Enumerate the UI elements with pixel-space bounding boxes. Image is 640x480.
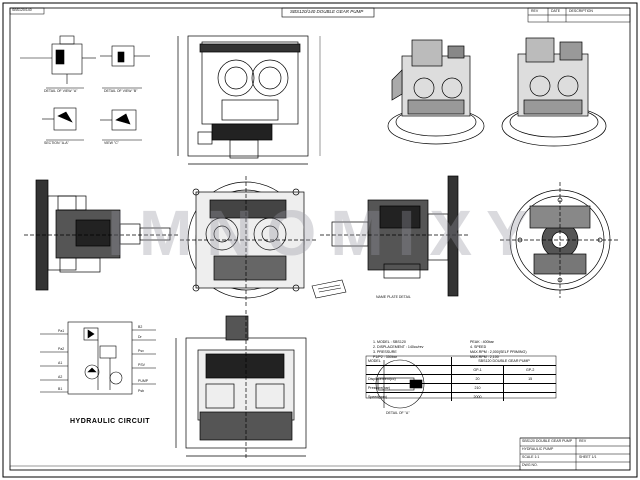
port-psb: Psb [138, 389, 145, 393]
spec-notes-2: PEAK : 400bar 4. SPEED MAX.RPM : 2,000(S… [470, 340, 527, 360]
circuit-title: HYDRAULIC CIRCUIT [70, 418, 151, 425]
hydraulic-circuit [40, 321, 156, 395]
table-row: Displacement(cc) 20 15 [366, 375, 556, 384]
spec-table-header: MODEL SBS120 DOUBLE GEAR PUMP [366, 357, 556, 366]
spec-line: P1/P2 : 350bar [373, 355, 397, 359]
isometric-pump-left [387, 39, 485, 145]
name-plate [311, 279, 347, 299]
detail-a-label: DETAIL OF "A" [386, 411, 410, 415]
name-plate-label: NAME PLATE DETAIL [376, 295, 411, 299]
spec-line: 1. MODEL : SBS120 [373, 340, 406, 344]
top-left-stamp: SBS120/140 [12, 8, 32, 12]
port-dr: Dr [138, 335, 142, 339]
view-label-section: SECTION "A-A" [44, 141, 69, 145]
table-cell: Speed(rpm) [368, 395, 387, 399]
rev-label: REV [531, 9, 539, 13]
date-label: DATE [551, 9, 561, 13]
table-cell [503, 384, 556, 392]
table-row: GP-1 GP-2 [366, 366, 556, 375]
table-cell: Pressure(bar) [368, 386, 390, 390]
title-block-row: SCALE 1:1 [522, 455, 540, 459]
spec-table: MODEL SBS120 DOUBLE GEAR PUMP GP-1 GP-2 … [366, 357, 556, 401]
spec-line: 4. SPEED [470, 345, 487, 349]
table-row: Speed(rpm) 2000 [366, 393, 556, 401]
pump-front-view [180, 176, 316, 306]
title-block-row: HYDRAULIC PUMP [522, 447, 554, 451]
title-block-frame [519, 437, 631, 471]
title-block-row: DWG NO. [522, 463, 538, 467]
revision-box [527, 7, 631, 23]
top-left-stamp-box [9, 7, 45, 15]
view-label-a: DETAIL OF VIEW "A" [44, 89, 78, 93]
flange-view [500, 182, 620, 298]
spec-line: MAX.RPM : 2,000(SELF PRIMING) [470, 350, 527, 354]
header-cell: MODEL [368, 359, 381, 363]
pump-side-view-left [24, 179, 180, 291]
spec-line: 2. DISPLACEMENT : 140cc/rev [373, 345, 424, 349]
table-cell: GP-2 [503, 366, 556, 374]
desc-label: DESCRIPTION [569, 9, 593, 13]
table-cell: 15 [503, 375, 556, 383]
port-psv: Psv [138, 349, 144, 353]
spec-line: 3. PRESSURE [373, 350, 397, 354]
view-label-b: DETAIL OF VIEW "B" [104, 89, 138, 93]
sheet-label: SHEET 1/1 [579, 455, 597, 459]
spec-line: PEAK : 400bar [470, 340, 494, 344]
revision-label: REV [579, 439, 587, 443]
port-pump: PUMP [138, 379, 149, 383]
header-cell: SBS120 DOUBLE GEAR PUMP [451, 357, 556, 365]
pump-top-view [177, 35, 309, 165]
spec-line: MAX.RPM : 2,100 [470, 355, 499, 359]
detail-views-top-left [20, 35, 150, 141]
detail-a-view [375, 359, 425, 409]
table-cell: GP-1 [450, 366, 504, 374]
spec-table-frame [365, 355, 557, 399]
top-title-box [281, 7, 375, 18]
port-a2: A2 [58, 375, 63, 379]
table-row: Pressure(bar) 210 [366, 384, 556, 393]
spec-notes: 1. MODEL : SBS120 2. DISPLACEMENT : 140c… [373, 340, 423, 360]
port-psv2: PSV [138, 363, 146, 367]
isometric-pump-right [501, 37, 607, 147]
table-cell: 210 [450, 384, 504, 392]
table-cell: Displacement(cc) [368, 377, 396, 381]
table-cell [366, 366, 451, 374]
port-a1: A1 [58, 361, 63, 365]
title-block-row: SBS120 DOUBLE GEAR PUMP [522, 439, 573, 443]
view-label-c: VIEW "C" [104, 141, 119, 145]
table-cell [503, 393, 556, 401]
table-cell: 20 [450, 375, 504, 383]
bottom-strip [9, 465, 521, 471]
pump-side-view-right [320, 175, 470, 297]
table-cell: 2000 [450, 393, 504, 401]
port-b2: B2 [138, 325, 143, 329]
port-b1: B1 [58, 387, 63, 391]
pump-bottom-view [175, 310, 307, 460]
port-pa1: Pa1 [58, 329, 65, 333]
drawing-title: SBS120/140 DOUBLE GEAR PUMP [290, 9, 364, 14]
port-pa2: Pa2 [58, 347, 65, 351]
